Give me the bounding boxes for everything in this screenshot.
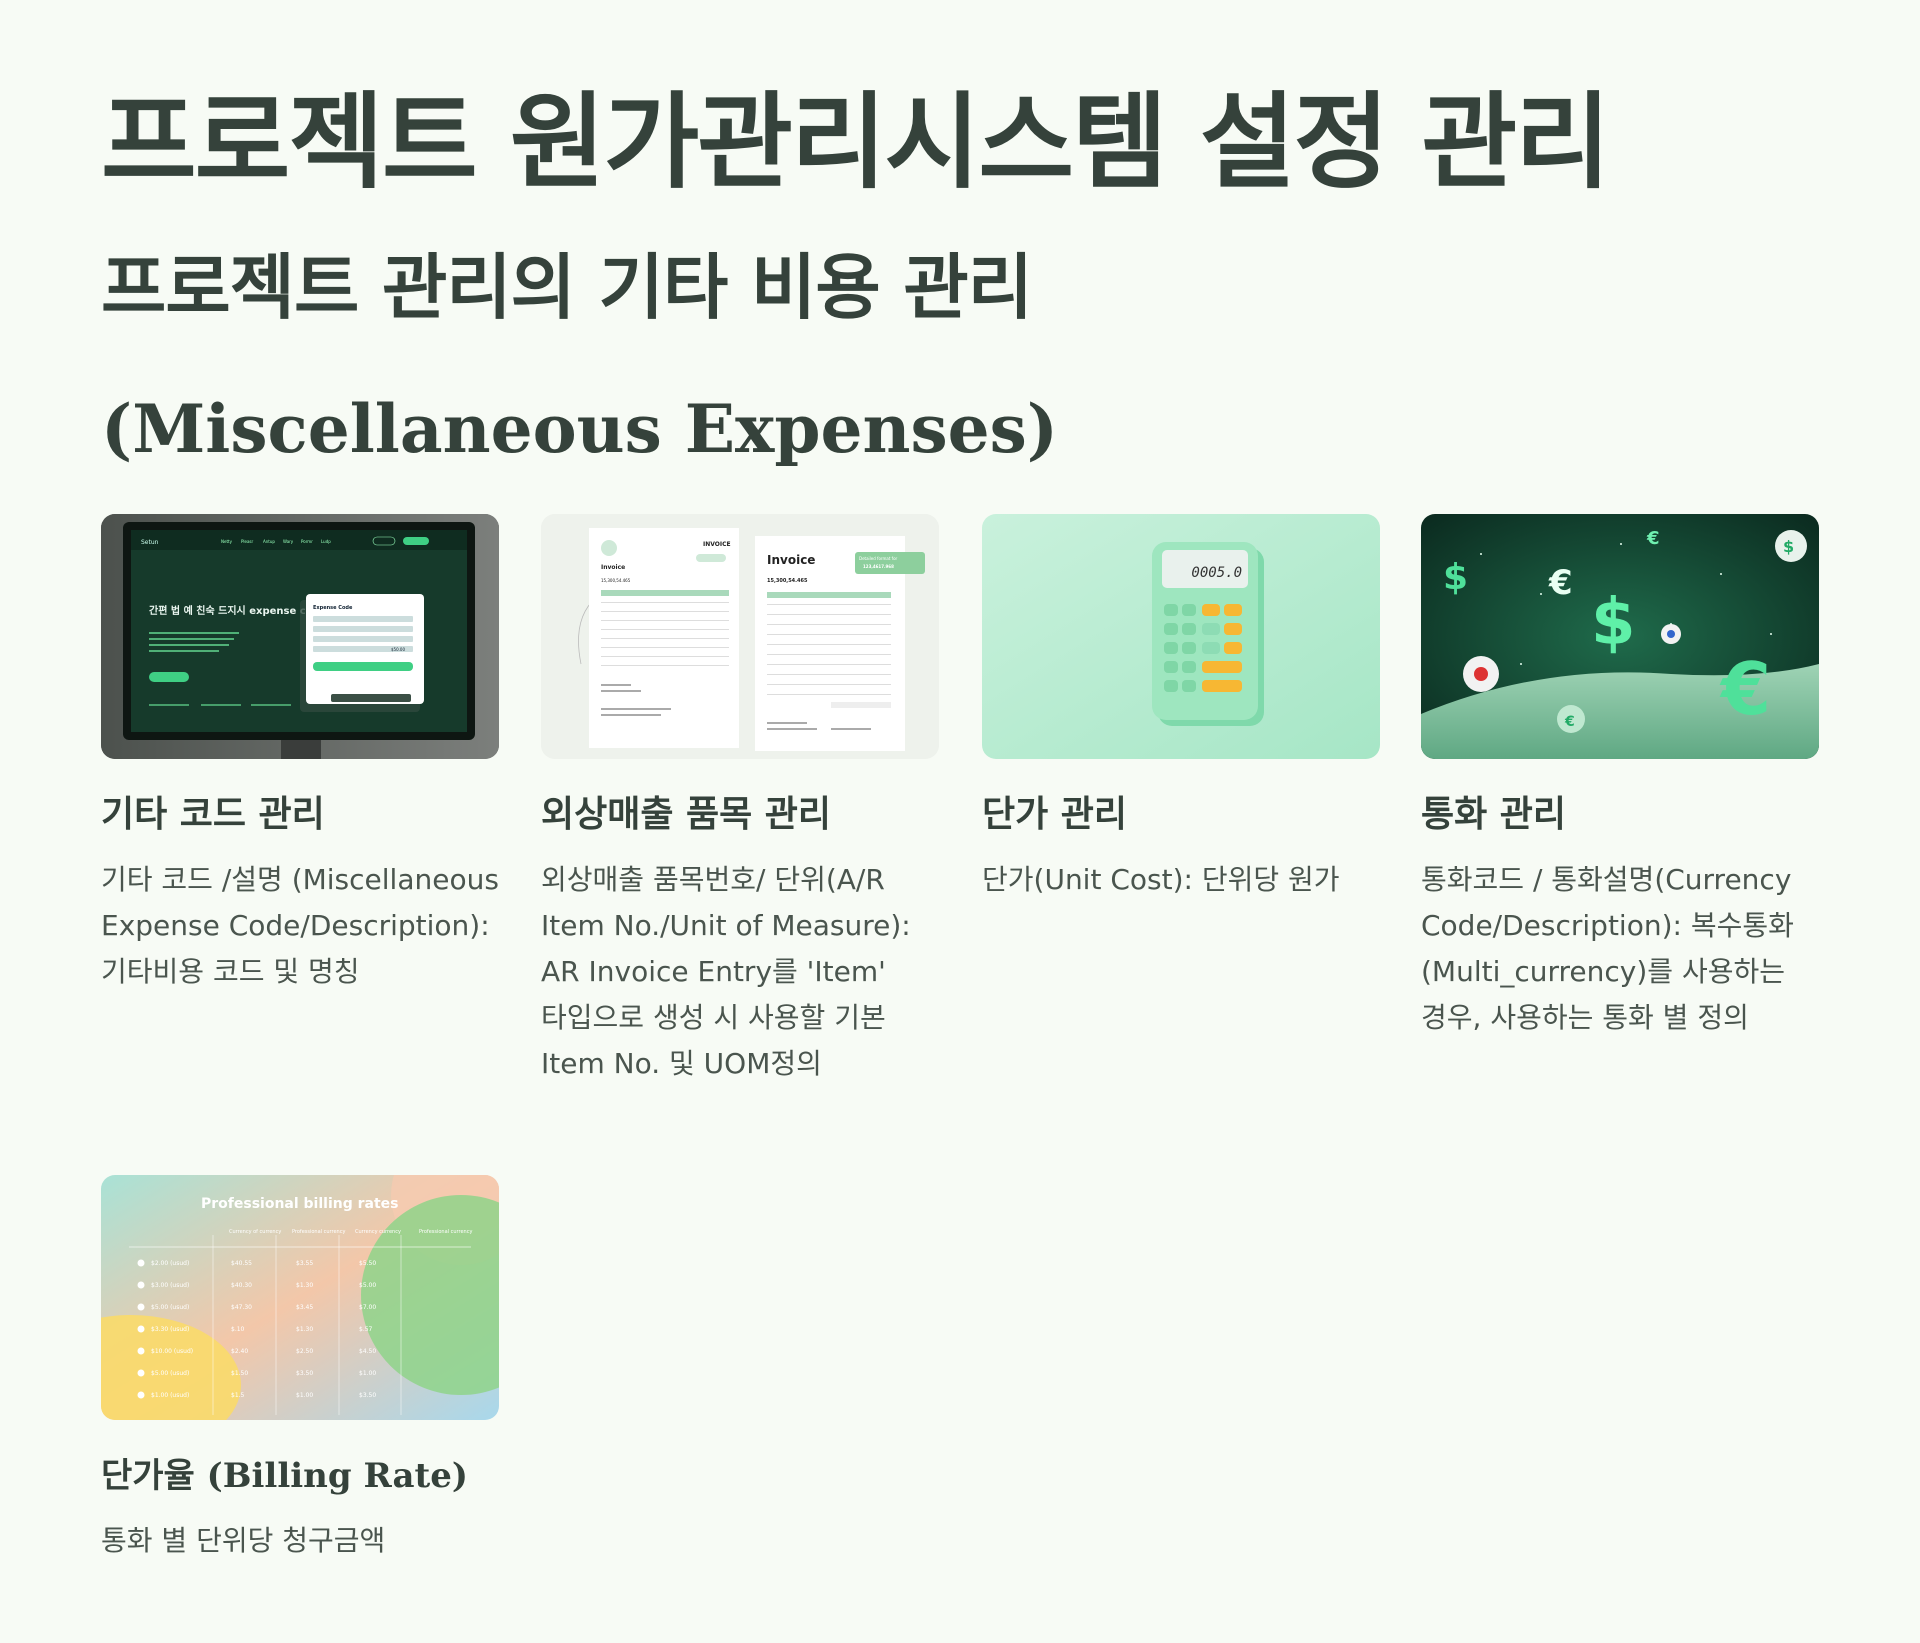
badge-line2: 123,4617.968 xyxy=(863,564,894,569)
card-title: 단가 관리 xyxy=(982,794,1128,835)
monitor-image: Setun Netty Pleasr Antup Wary Pormr Ludp 간편 … xyxy=(101,514,499,759)
dollar-icon-large: $ xyxy=(1591,586,1636,660)
billing-cell: $1.5 xyxy=(231,1392,245,1399)
billing-cell: $1.30 xyxy=(296,1282,313,1289)
billing-column-header: Professional currency xyxy=(292,1229,345,1235)
card-misc-code: Setun Netty Pleasr Antup Wary Pormr Ludp 간편 … xyxy=(101,514,499,995)
billing-column-header: Professional currency xyxy=(419,1229,472,1235)
billing-cell: $7.00 xyxy=(359,1304,376,1311)
euro-coin-icon: $ xyxy=(1783,537,1794,556)
page-subtitle-korean: 프로젝트 관리의 기타 비용 관리 xyxy=(101,246,1033,329)
billing-cell: $2.40 xyxy=(231,1348,248,1355)
billing-cell: $1.30 xyxy=(296,1326,313,1333)
euro-icon-small: € xyxy=(1646,528,1660,549)
card-title: 외상매출 품목 관리 xyxy=(541,794,832,835)
calculator-display: 0005.0 xyxy=(1191,565,1242,581)
doc2-amount: 15,300,54.465 xyxy=(767,578,808,584)
billing-cell: $3.55 xyxy=(296,1260,313,1267)
billing-cell: $5.00 (usud) xyxy=(151,1304,189,1311)
billing-cell: $5.00 xyxy=(359,1282,376,1289)
card-billing-rate: Professional billing rates Currency of c… xyxy=(101,1175,499,1564)
card-ar-item: INVOICE Invoice 15,300,54.465 Invoice 15… xyxy=(541,514,939,1087)
billing-cell: $5.00 (usud) xyxy=(151,1370,189,1377)
doc1-amount: 15,300,54.465 xyxy=(601,578,631,583)
euro-icon: € xyxy=(1548,563,1573,603)
billing-cell: $.57 xyxy=(359,1326,373,1333)
card-unit-cost: 0005.0 단가 관리 단가(Unit Cost): 단위당 원가 xyxy=(982,514,1380,903)
billing-cell: $1.50 xyxy=(231,1370,248,1377)
page-title: 프로젝트 원가관리시스템 설정 관리 xyxy=(101,81,1611,203)
svg-text:Antup: Antup xyxy=(263,539,275,544)
billing-cell: $3.30 (usud) xyxy=(151,1326,189,1333)
screen-headline: 간편 법 예 친숙 드지시 expense code 편잡 xyxy=(149,604,349,617)
billing-cell: $3.00 (usud) xyxy=(151,1282,189,1289)
currency-image: $ € $ € € $ € xyxy=(1421,514,1819,759)
billing-cell: $3.50 xyxy=(296,1370,313,1377)
panel-title: Expense Code xyxy=(313,605,353,611)
card-description: 통화코드 / 통화설명(Currency Code/Description): … xyxy=(1421,863,1794,1034)
svg-text:Pormr: Pormr xyxy=(301,539,313,544)
billing-cell: $2.50 xyxy=(296,1348,313,1355)
billing-row-bullet xyxy=(137,1325,145,1333)
billing-cell: $5.50 xyxy=(359,1260,376,1267)
billing-row-bullet xyxy=(137,1281,145,1289)
card-title: 통화 관리 xyxy=(1421,794,1567,835)
invoice-image: INVOICE Invoice 15,300,54.465 Invoice 15… xyxy=(541,514,939,759)
doc1-label: INVOICE xyxy=(703,541,731,548)
billing-row-bullet xyxy=(137,1391,145,1399)
nav-logo: Setun xyxy=(141,539,159,546)
euro-icon-large: € xyxy=(1719,647,1771,731)
billing-column-header: Currency currency xyxy=(355,1229,401,1235)
billing-heading: Professional billing rates xyxy=(201,1196,399,1212)
card-description: 외상매출 품목번호/ 단위(A/R Item No./Unit of Measu… xyxy=(541,863,911,1080)
billing-cell: $40.30 xyxy=(231,1282,252,1289)
billing-cell: $4.50 xyxy=(359,1348,376,1355)
card-title: 단가율 (Billing Rate) xyxy=(101,1456,468,1496)
billing-cell: $10.00 (usud) xyxy=(151,1348,193,1355)
svg-text:Ludp: Ludp xyxy=(321,539,331,544)
svg-text:Wary: Wary xyxy=(283,539,294,544)
svg-text:Netty: Netty xyxy=(221,539,233,544)
svg-text:Pleasr: Pleasr xyxy=(241,539,254,544)
billing-cell: $1.00 (usud) xyxy=(151,1392,189,1399)
card-title: 기타 코드 관리 xyxy=(101,794,325,835)
card-description: 기타 코드 /설명 (Miscellaneous Expense Code/De… xyxy=(101,863,499,988)
billing-cell: $40.55 xyxy=(231,1260,252,1267)
billing-cell: $.10 xyxy=(231,1326,245,1333)
billing-rates-image: Professional billing rates Currency of c… xyxy=(101,1175,499,1420)
billing-cell: $3.50 xyxy=(359,1392,376,1399)
dollar-icon: $ xyxy=(1443,557,1468,598)
billing-cell: $3.45 xyxy=(296,1304,313,1311)
billing-cell: $1.00 xyxy=(359,1370,376,1377)
page-subtitle-english: (Miscellaneous Expenses) xyxy=(101,390,1059,468)
billing-cell: $47.30 xyxy=(231,1304,252,1311)
billing-column-header: Currency of currency xyxy=(229,1229,281,1235)
badge-line1: Detailed format for xyxy=(859,556,898,561)
calculator-image: 0005.0 xyxy=(982,514,1380,759)
card-description: 단가(Unit Cost): 단위당 원가 xyxy=(982,863,1340,896)
card-currency: $ € $ € € $ € 통화 관리 통화코드 / 통화설명(Currency… xyxy=(1421,514,1819,1041)
doc1-heading: Invoice xyxy=(601,564,625,571)
card-description: 통화 별 단위당 청구금액 xyxy=(101,1524,386,1557)
billing-row-bullet xyxy=(137,1347,145,1355)
billing-row-bullet xyxy=(137,1303,145,1311)
currency-coin-icon: € xyxy=(1564,714,1575,730)
doc2-heading: Invoice xyxy=(767,553,815,567)
billing-row-bullet xyxy=(137,1369,145,1377)
billing-row-bullet xyxy=(137,1259,145,1267)
panel-value: $50.00 xyxy=(391,647,405,652)
billing-cell: $1.00 xyxy=(296,1392,313,1399)
billing-cell: $2.00 (usud) xyxy=(151,1260,189,1267)
